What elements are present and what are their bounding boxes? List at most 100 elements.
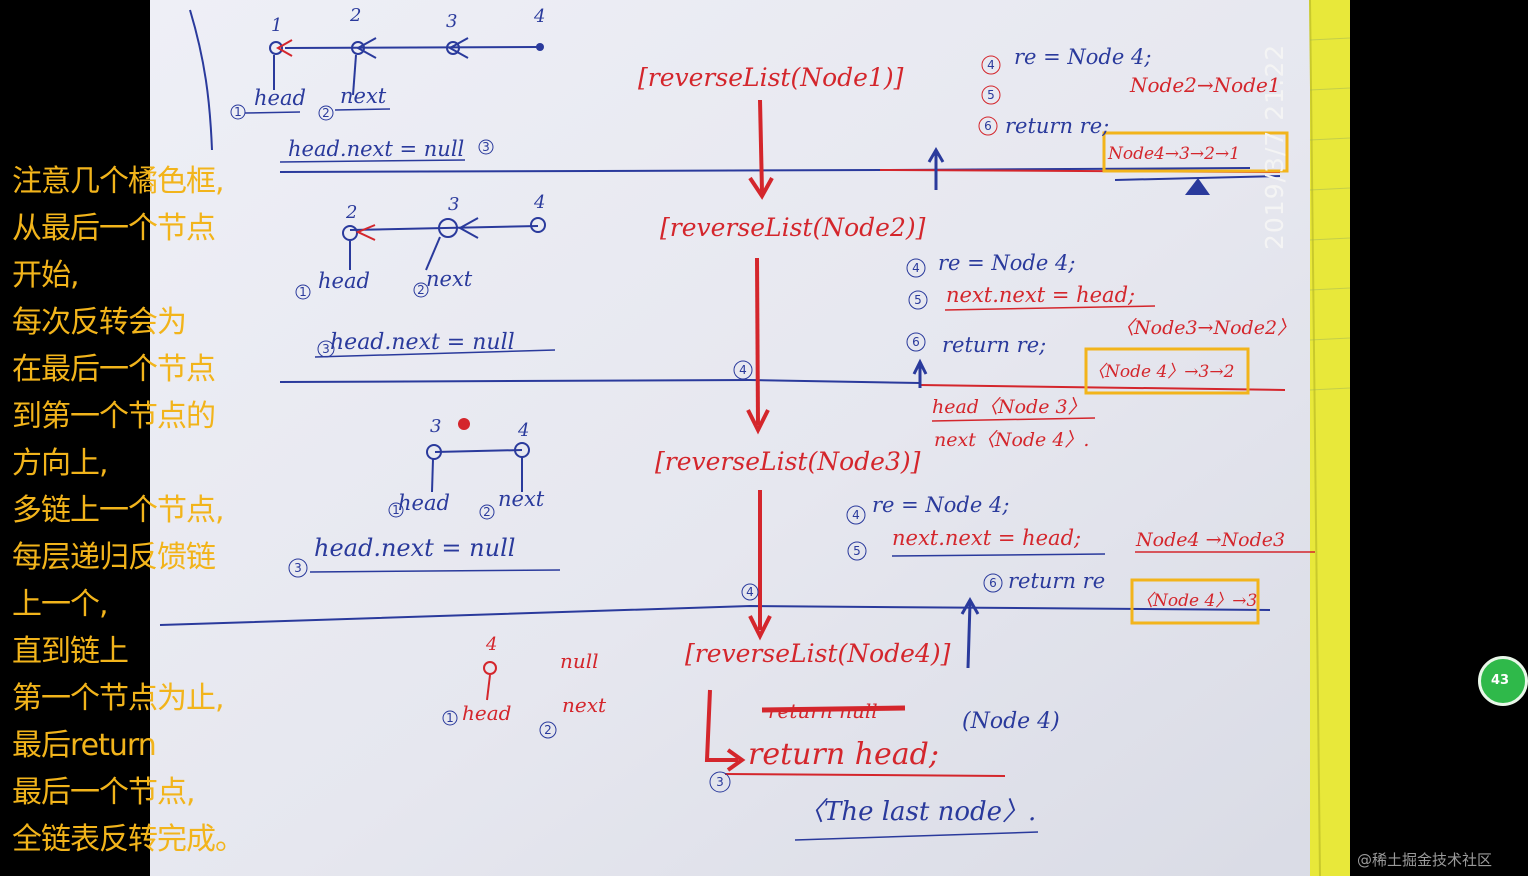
return-statement: return re; [1005,114,1109,138]
caption-line: 最后return [12,728,157,763]
step-markers: 1 2 3 4 5 6 4 1 2 3 4 5 6 1 2 3 4 5 6 4 … [230,55,1003,793]
level-separator-2 [279,378,921,384]
node-label: 4 [533,192,545,213]
svg-text:4: 4 [746,585,754,599]
caption-line: 上一个, [12,587,109,622]
whiteboard-photo: 1 2 3 4 head next head.next = null 2 3 4… [150,0,1351,876]
call-label: [reverseList(Node2)] [660,213,926,242]
call-label: [reverseList(Node1)] [638,63,904,92]
node-label: 4 [485,634,497,655]
highlight-box-level2 [1084,347,1250,395]
yellow-notepad [1310,0,1350,876]
svg-text:6: 6 [989,576,997,590]
statement-label: head.next = null [288,137,464,161]
photo-timestamp: 2019/3/7 21:22 [1260,43,1289,250]
caption-line: 多链上一个节点, [12,493,225,528]
head-label: head [254,86,306,110]
null-label: null [560,649,599,673]
svg-text:5: 5 [914,293,922,307]
svg-text:3: 3 [482,140,490,154]
caption-line: 注意几个橘色框, [12,164,225,199]
svg-text:2: 2 [417,283,425,297]
caption-line: 方向上, [12,446,109,481]
caption-line: 全链表反转完成。 [12,822,245,857]
node-label: 4 [517,420,529,441]
list-level-2 [314,217,556,358]
result-chain: 〈Node 4〉→3 [1136,591,1257,611]
svg-text:1: 1 [446,711,454,725]
recursion-arrows [704,99,774,772]
last-node-label: 〈The last node〉. [798,797,1036,827]
paper-background [150,0,1350,876]
node-label: 2 [345,202,357,223]
caption-line: 每层递归反馈链 [12,540,216,575]
level-separator-3 [159,604,1271,626]
re-assignment: re = Node 4; [872,493,1009,517]
caption-overlay: 注意几个橘色框,从最后一个节点开始,每次反转会为在最后一个节点到第一个节点的方向… [12,158,302,863]
svg-text:4: 4 [852,508,860,522]
highlight-box-level3 [1130,578,1260,625]
caption-line: 从最后一个节点 [12,211,216,246]
next-binding: next〈Node 4〉. [934,429,1089,451]
svg-text:4: 4 [739,363,747,377]
node-annotation: (Node 4) [962,709,1060,734]
list-level-3 [309,418,561,573]
call-label: [reverseList(Node3)] [655,447,921,476]
next-next-assignment: next.next = head; [892,526,1081,550]
caption-line: 第一个节点为止, [12,681,225,716]
svg-text:3: 3 [294,561,302,575]
caption-line: 最后一个节点, [12,775,196,810]
list-level-4 [483,661,497,701]
svg-text:1: 1 [299,285,307,299]
head-label: head [462,701,511,725]
svg-text:2: 2 [544,723,552,737]
svg-text:4: 4 [987,58,995,72]
caption-line: 每次反转会为 [12,305,187,340]
svg-text:6: 6 [984,119,992,133]
svg-text:5: 5 [853,544,861,558]
svg-text:5: 5 [987,88,995,102]
node-label: 2 [349,5,361,26]
svg-text:1: 1 [392,503,400,517]
svg-text:2: 2 [322,106,330,120]
svg-text:1: 1 [234,105,242,119]
link-label: Node2→Node1 [1129,73,1281,97]
return-statement: return re; [942,333,1046,357]
next-label: next [562,693,607,717]
result-chain: Node4→3→2→1 [1107,144,1240,164]
svg-text:3: 3 [322,342,330,356]
link-label: 〈Node3→Node2〉 [1115,317,1296,339]
node-label: 3 [448,194,459,215]
caption-line: 开始, [12,258,80,293]
svg-text:3: 3 [716,775,724,789]
right-margin [1350,0,1500,876]
result-chain: 〈Node 4〉→3→2 [1088,362,1234,382]
watermark: @稀土掘金技术社区 [1356,851,1492,869]
return-head-statement: return head; [748,737,939,772]
caption-line: 到第一个节点的 [12,399,216,434]
next-label: next [498,487,545,511]
node-label: 3 [430,416,441,437]
svg-text:2: 2 [483,505,491,519]
return-statement: return re [1008,569,1105,593]
node-label: 1 [271,15,282,36]
re-assignment: re = Node 4; [1014,45,1151,69]
node-label: 3 [446,11,457,32]
next-label: next [426,267,473,291]
head-binding: head〈Node 3〉 [932,396,1087,418]
caption-line: 直到链上 [12,634,129,669]
statement-label: head.next = null [330,330,515,355]
head-label: head [318,269,370,293]
next-label: next [340,84,387,108]
node-label: 4 [533,6,545,27]
list-level-1 [244,37,544,163]
call-label: [reverseList(Node4)] [685,639,951,668]
return-arrows [912,147,980,669]
next-next-assignment: next.next = head; [946,283,1135,307]
statement-label: head.next = null [314,534,515,562]
head-label: head [398,491,450,515]
re-assignment: re = Node 4; [938,251,1075,275]
svg-text:6: 6 [912,335,920,349]
floating-badge[interactable]: 43 [1478,656,1528,706]
link-label: Node4 →Node3 [1135,529,1285,551]
